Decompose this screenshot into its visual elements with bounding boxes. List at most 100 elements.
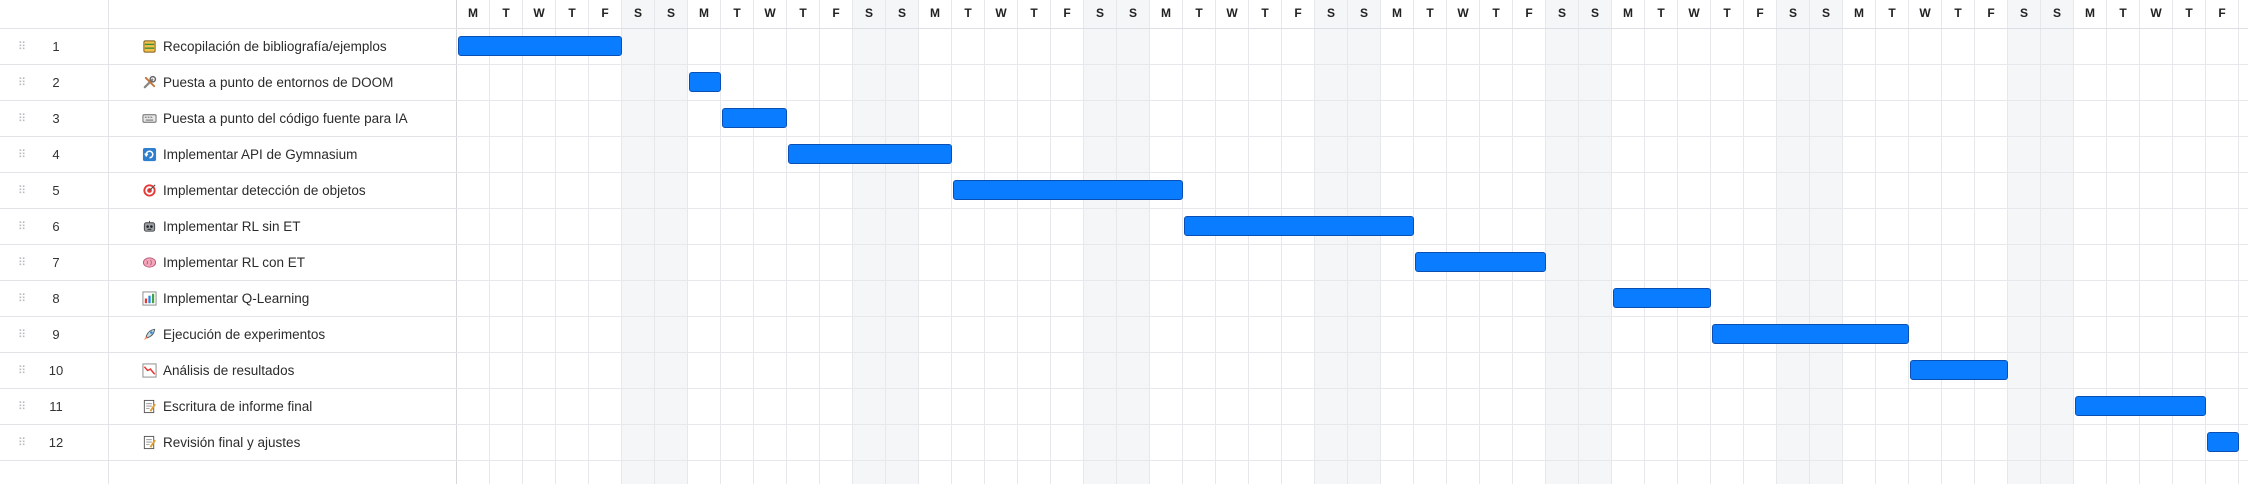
task-row[interactable]: ⠿ 7 Implementar RL con ET	[0, 245, 457, 281]
target-icon	[142, 183, 157, 198]
task-bar[interactable]	[1910, 360, 2008, 380]
day-label: W	[533, 6, 545, 20]
day-label: F	[1294, 6, 1302, 20]
day-column: T	[1942, 0, 1975, 484]
day-label: F	[601, 6, 609, 20]
day-label: T	[1195, 6, 1203, 20]
keyboard-icon	[142, 111, 157, 126]
day-column: M	[457, 0, 490, 484]
day-label: T	[568, 6, 576, 20]
drag-handle-icon[interactable]: ⠿	[18, 437, 26, 449]
timeline-row-line	[457, 64, 2248, 65]
task-name[interactable]: Escritura de informe final	[163, 399, 313, 414]
day-label: S	[1590, 6, 1599, 20]
rocket-icon	[142, 327, 157, 342]
drag-handle-icon[interactable]: ⠿	[18, 221, 26, 233]
task-bar[interactable]	[2075, 396, 2206, 416]
drag-handle-icon[interactable]: ⠿	[18, 149, 26, 161]
drag-handle-icon[interactable]: ⠿	[18, 41, 26, 53]
day-label: S	[864, 6, 873, 20]
day-label: W	[1919, 6, 1931, 20]
day-label: T	[1954, 6, 1962, 20]
day-label: F	[1525, 6, 1533, 20]
task-name[interactable]: Recopilación de bibliografía/ejemplos	[163, 39, 387, 54]
task-name[interactable]: Puesta a punto del código fuente para IA	[163, 111, 408, 126]
day-column: S	[1810, 0, 1843, 484]
task-name[interactable]: Revisión final y ajustes	[163, 435, 301, 450]
day-column: S	[1315, 0, 1348, 484]
day-label: T	[502, 6, 510, 20]
task-name[interactable]: Ejecución de experimentos	[163, 327, 326, 342]
ledger-icon	[142, 39, 157, 54]
column-divider	[108, 0, 109, 484]
day-label: S	[1821, 6, 1830, 20]
drag-handle-icon[interactable]: ⠿	[18, 113, 26, 125]
task-row[interactable]: ⠿ 9 Ejecución de experimentos	[0, 317, 457, 353]
day-label: W	[1226, 6, 1238, 20]
day-column: F	[1051, 0, 1084, 484]
task-bar[interactable]	[1184, 216, 1414, 236]
day-label: M	[699, 6, 709, 20]
drag-handle-icon[interactable]: ⠿	[18, 365, 26, 377]
day-column: M	[2074, 0, 2107, 484]
drag-handle-icon[interactable]: ⠿	[18, 329, 26, 341]
task-bar[interactable]	[953, 180, 1183, 200]
task-name[interactable]: Implementar detección de objetos	[163, 183, 366, 198]
drag-handle-icon[interactable]: ⠿	[18, 293, 26, 305]
day-label: W	[764, 6, 776, 20]
day-label: S	[897, 6, 906, 20]
task-bar[interactable]	[1712, 324, 1909, 344]
task-name[interactable]: Implementar RL con ET	[163, 255, 306, 270]
task-bar[interactable]	[689, 72, 721, 92]
task-bar[interactable]	[2207, 432, 2239, 452]
task-name[interactable]: Puesta a punto de entornos de DOOM	[163, 75, 394, 90]
task-id: 9	[52, 327, 60, 342]
task-bar[interactable]	[722, 108, 787, 128]
day-label: W	[1688, 6, 1700, 20]
task-bar[interactable]	[1415, 252, 1546, 272]
day-column: S	[1117, 0, 1150, 484]
drag-handle-icon[interactable]: ⠿	[18, 257, 26, 269]
task-name[interactable]: Análisis de resultados	[163, 363, 295, 378]
day-column: S	[2008, 0, 2041, 484]
drag-handle-icon[interactable]: ⠿	[18, 401, 26, 413]
task-list-header	[0, 0, 457, 29]
day-label: T	[1030, 6, 1038, 20]
day-label: T	[733, 6, 741, 20]
task-name[interactable]: Implementar Q-Learning	[163, 291, 310, 306]
task-bar[interactable]	[788, 144, 952, 164]
timeline-row-line	[457, 172, 2248, 173]
task-id: 7	[52, 255, 60, 270]
drag-handle-icon[interactable]: ⠿	[18, 185, 26, 197]
day-column: M	[1612, 0, 1645, 484]
day-label: F	[1987, 6, 1995, 20]
day-column: T	[1876, 0, 1909, 484]
timeline-row-line	[457, 280, 2248, 281]
drag-handle-icon[interactable]: ⠿	[18, 77, 26, 89]
day-column: W	[1678, 0, 1711, 484]
day-column: W	[1447, 0, 1480, 484]
day-label: M	[2085, 6, 2095, 20]
day-column: T	[490, 0, 523, 484]
task-name[interactable]: Implementar RL sin ET	[163, 219, 301, 234]
task-bar[interactable]	[1613, 288, 1711, 308]
day-column: S	[655, 0, 688, 484]
day-column: T	[1414, 0, 1447, 484]
day-column: T	[1018, 0, 1051, 484]
task-bar[interactable]	[458, 36, 622, 56]
trend-chart-icon	[142, 363, 157, 378]
timeline-row-line	[457, 460, 2248, 461]
tools-icon	[142, 75, 157, 90]
task-name[interactable]: Implementar API de Gymnasium	[163, 147, 358, 162]
